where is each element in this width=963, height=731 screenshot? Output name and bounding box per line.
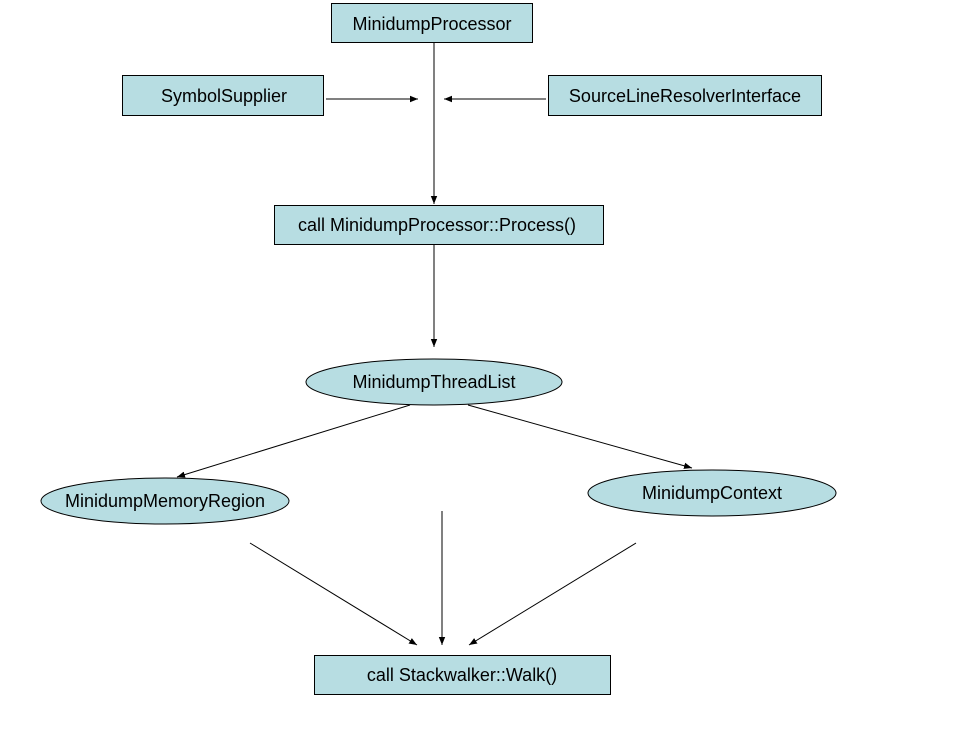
node-process-call: call MinidumpProcessor::Process()	[274, 205, 604, 245]
node-context-ellipse	[587, 469, 837, 517]
edge-thread-list-to-context	[467, 404, 693, 469]
node-process-call-label: call MinidumpProcessor::Process()	[298, 215, 576, 235]
node-source-line-resolver: SourceLineResolverInterface	[548, 75, 822, 116]
node-source-line-resolver-label: SourceLineResolverInterface	[569, 86, 801, 106]
node-memory-region: MinidumpMemoryRegion	[40, 477, 290, 525]
node-source-line-resolver-box	[548, 75, 822, 116]
node-symbol-supplier-box	[122, 75, 324, 116]
edge-context-to-walk-call	[468, 542, 637, 646]
node-walk-call-box	[314, 655, 611, 695]
node-walk-call: call Stackwalker::Walk()	[314, 655, 611, 695]
node-process-call-box	[274, 205, 604, 245]
node-context: MinidumpContext	[587, 469, 837, 517]
edge-thread-list-to-memory-region	[176, 404, 411, 478]
node-minidump-processor-box	[331, 3, 533, 43]
node-walk-call-label: call Stackwalker::Walk()	[367, 665, 557, 685]
node-symbol-supplier: SymbolSupplier	[122, 75, 324, 116]
node-thread-list: MinidumpThreadList	[305, 358, 563, 406]
node-symbol-supplier-label: SymbolSupplier	[161, 86, 287, 106]
edge-memory-region-to-walk-call	[249, 542, 418, 646]
node-minidump-processor-label: MinidumpProcessor	[352, 14, 511, 34]
node-minidump-processor: MinidumpProcessor	[331, 3, 533, 43]
edges	[176, 43, 693, 646]
node-memory-region-label: MinidumpMemoryRegion	[65, 491, 265, 511]
node-context-label: MinidumpContext	[642, 483, 782, 503]
node-memory-region-ellipse	[40, 477, 290, 525]
node-thread-list-label: MinidumpThreadList	[352, 372, 515, 392]
node-thread-list-ellipse	[305, 358, 563, 406]
